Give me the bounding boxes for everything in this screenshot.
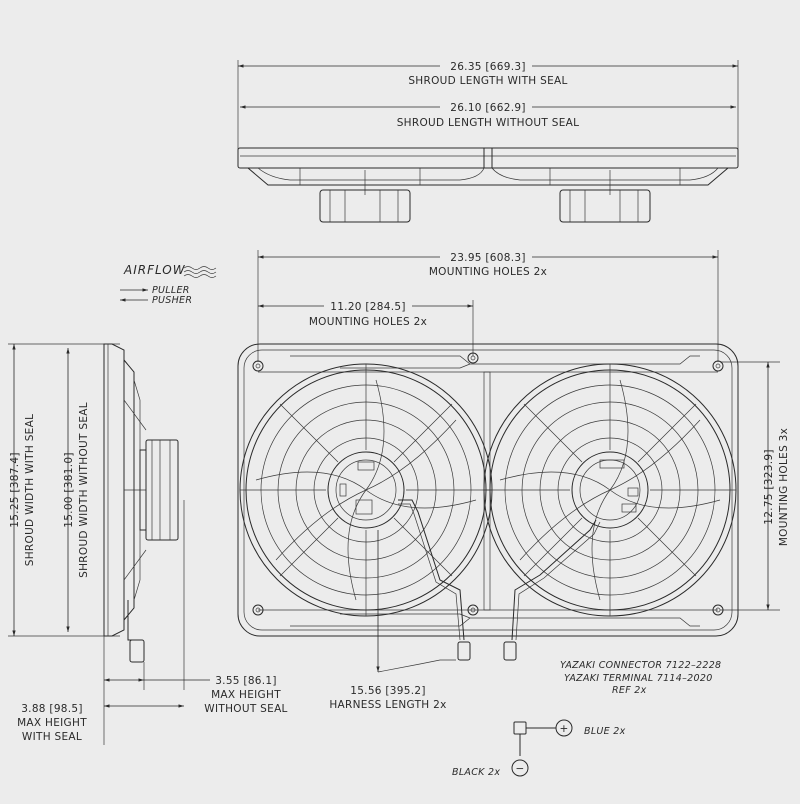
mounting-holes-wide-label: MOUNTING HOLES 2x xyxy=(429,266,547,278)
minus-symbol-icon xyxy=(511,759,529,777)
connector-note: YAZAKI CONNECTOR 7122–2228 YAZAKI TERMIN… xyxy=(452,660,721,778)
mounting-hole xyxy=(712,360,724,372)
mounting-holes-vertical-value: 12.75 [323.9] xyxy=(763,449,775,525)
shroud-width-without-seal-value: 15.00 [381.0] xyxy=(63,452,75,528)
mounting-holes-narrow-label: MOUNTING HOLES 2x xyxy=(309,316,427,328)
side-connector xyxy=(129,639,145,663)
harness-length-label: HARNESS LENGTH 2x xyxy=(329,699,446,711)
harness-connector-left xyxy=(457,641,471,661)
harness-length-value: 15.56 [395.2] xyxy=(350,685,426,697)
mounting-hole xyxy=(712,604,724,616)
mounting-holes-narrow-value: 11.20 [284.5] xyxy=(330,301,406,313)
mounting-hole xyxy=(252,604,264,616)
mounting-holes-wide-value: 23.95 [608.3] xyxy=(450,252,526,264)
max-height-with-seal-line2: WITH SEAL xyxy=(22,731,82,743)
plus-symbol: + xyxy=(559,723,568,735)
shroud-length-without-seal-label: SHROUD LENGTH WITHOUT SEAL xyxy=(397,117,580,129)
puller-label: PULLER xyxy=(152,285,190,296)
mounting-hole xyxy=(467,604,479,616)
fan-right xyxy=(483,363,737,617)
minus-symbol: − xyxy=(515,763,524,775)
mounting-hole xyxy=(252,360,264,372)
max-height-with-seal-line1: MAX HEIGHT xyxy=(17,717,87,729)
airflow-legend: AIRFLOW PULLER PUSHER xyxy=(120,263,217,306)
max-height-with-seal-value: 3.88 [98.5] xyxy=(21,703,83,715)
plus-symbol-icon xyxy=(555,719,573,737)
airflow-wave-icon xyxy=(183,266,217,278)
connector-line1: YAZAKI CONNECTOR 7122–2228 xyxy=(560,660,721,671)
shroud-width-with-seal-value: 15.25 [387.4] xyxy=(9,452,21,528)
shroud-length-with-seal-label: SHROUD LENGTH WITH SEAL xyxy=(408,75,567,87)
shroud-width-without-seal-label: SHROUD WIDTH WITHOUT SEAL xyxy=(78,402,90,578)
max-height-without-seal-line1: MAX HEIGHT xyxy=(211,689,281,701)
connector-line3: REF 2x xyxy=(612,685,647,696)
front-view: 23.95 [608.3] MOUNTING HOLES 2x 11.20 [2… xyxy=(237,249,790,711)
connector-symbol xyxy=(513,721,527,735)
harness-connector-right xyxy=(503,641,517,661)
fan-left xyxy=(239,363,493,617)
side-view: 15.25 [387.4] SHROUD WIDTH WITH SEAL 15.… xyxy=(8,343,287,745)
connector-line2: YAZAKI TERMINAL 7114–2020 xyxy=(564,673,713,684)
max-height-without-seal-line2: WITHOUT SEAL xyxy=(204,703,287,715)
blue-wire-label: BLUE 2x xyxy=(584,726,626,737)
shroud-outline xyxy=(237,343,739,637)
pusher-label: PUSHER xyxy=(152,295,192,306)
black-wire-label: BLACK 2x xyxy=(452,767,500,778)
shroud-width-with-seal-label: SHROUD WIDTH WITH SEAL xyxy=(24,414,36,567)
mounting-hole xyxy=(467,352,479,364)
top-view: 26.35 [669.3] SHROUD LENGTH WITH SEAL 26… xyxy=(237,58,739,223)
airflow-label: AIRFLOW xyxy=(123,263,186,277)
shroud-length-without-seal-value: 26.10 [662.9] xyxy=(450,102,526,114)
max-height-without-seal-value: 3.55 [86.1] xyxy=(215,675,277,687)
shroud-length-with-seal-value: 26.35 [669.3] xyxy=(450,61,526,73)
mounting-holes-vertical-label: MOUNTING HOLES 3x xyxy=(778,428,790,546)
